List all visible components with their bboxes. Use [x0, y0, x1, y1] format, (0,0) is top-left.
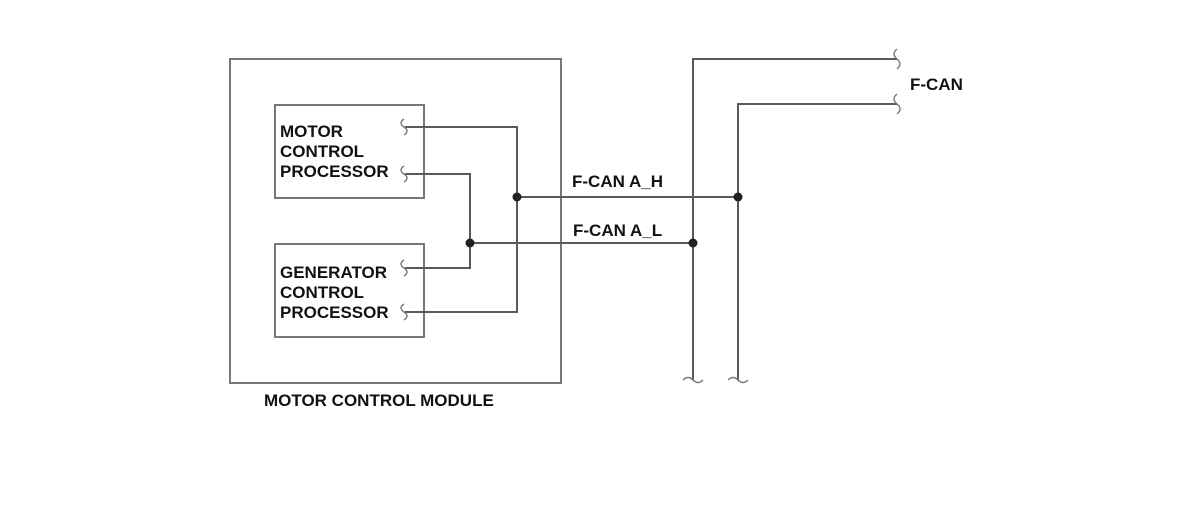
break-mark-generator-pin-1 [400, 259, 408, 277]
can-high-label: F-CAN A_H [572, 172, 663, 191]
f-can-bus-line-high [737, 103, 897, 380]
generator-processor-label-line-1: GENERATOR [280, 263, 387, 282]
f-can-bus-line-low [692, 58, 897, 380]
junction-dot-low-internal [465, 238, 475, 248]
generator-processor-label-line-2: CONTROL [280, 283, 364, 302]
generator-control-processor-box [274, 243, 425, 338]
break-mark-f-can-top-1 [893, 48, 901, 70]
break-mark-f-can-top-2 [893, 93, 901, 115]
motor-processor-label-line-3: PROCESSOR [280, 162, 389, 181]
generator-processor-label-line-3: PROCESSOR [280, 303, 389, 322]
break-mark-motor-pin-2 [400, 165, 408, 183]
motor-processor-label-line-1: MOTOR [280, 122, 343, 141]
can-high-wire [405, 126, 738, 313]
motor-control-processor-box [274, 104, 425, 199]
junction-dot-high-bus [733, 192, 743, 202]
break-mark-bus-bottom-2 [727, 376, 749, 384]
junction-dot-high-internal [512, 192, 522, 202]
motor-control-module-box [229, 58, 562, 384]
junction-dot-low-bus [688, 238, 698, 248]
break-mark-motor-pin-1 [400, 118, 408, 136]
motor-processor-label-line-2: CONTROL [280, 142, 364, 161]
can-low-label: F-CAN A_L [573, 221, 662, 240]
module-label: MOTOR CONTROL MODULE [264, 391, 494, 410]
can-low-wire [405, 173, 693, 269]
f-can-network-label: F-CAN [910, 75, 963, 94]
break-mark-bus-bottom-1 [682, 376, 704, 384]
break-mark-generator-pin-2 [400, 303, 408, 321]
